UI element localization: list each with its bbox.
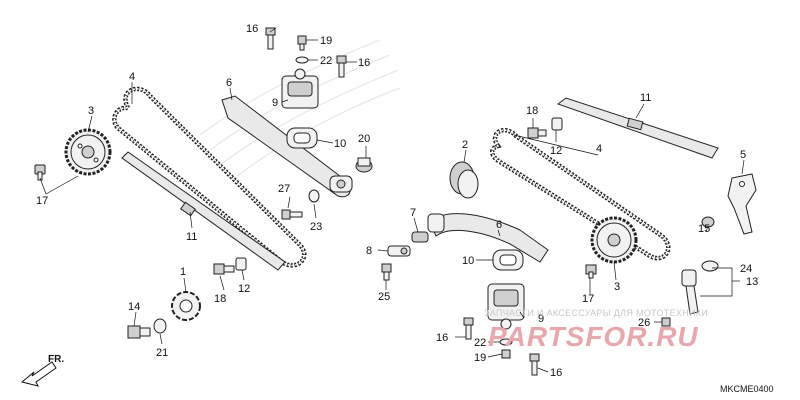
sprocket-bolt-left	[34, 164, 46, 181]
callout-22-upper: 22	[320, 55, 332, 67]
callout-10-upper: 10	[334, 138, 346, 150]
callout-17-right: 17	[582, 293, 594, 305]
collar-12-right	[551, 117, 563, 131]
pin-8	[387, 245, 411, 257]
bolt-19-upper	[297, 35, 307, 51]
callout-4-right: 4	[596, 143, 602, 155]
cam-chain-right	[490, 127, 671, 261]
bolt-18-right	[527, 127, 547, 139]
tensioner-upper	[281, 68, 319, 109]
o-ring-24	[701, 260, 719, 272]
callout-13: 13	[746, 276, 758, 288]
bolt-16-upper-a	[265, 27, 276, 50]
callout-20: 20	[358, 133, 370, 145]
callout-5: 5	[740, 149, 746, 161]
watermark-brand: PARTSFOR.RU	[488, 321, 699, 352]
callout-numbers: 1 2 3 3 4 4 5 6 6 7 8 9 9 10 10 11 11 12…	[36, 23, 758, 379]
washer-22-upper	[295, 56, 309, 64]
callout-2: 2	[462, 139, 468, 151]
watermark: ЗАПЧАСТИ И АКСЕССУАРЫ ДЛЯ МОТОТЕХНИКИ PA…	[484, 308, 708, 352]
callout-11-left: 11	[186, 231, 197, 243]
diagram-code: MKCME0400	[720, 384, 774, 394]
watermark-tagline: ЗАПЧАСТИ И АКСЕССУАРЫ ДЛЯ МОТОТЕХНИКИ	[484, 308, 708, 318]
chain-guide-left	[121, 151, 286, 271]
bolt-25	[381, 263, 392, 281]
cam-sprocket-left	[64, 128, 112, 176]
callout-26: 26	[638, 317, 650, 329]
callout-16-lower-a: 16	[436, 332, 448, 344]
callout-1: 1	[180, 266, 186, 278]
callout-14: 14	[128, 301, 140, 313]
callout-12-left: 12	[238, 283, 250, 295]
plate-1	[171, 291, 201, 321]
tensioner-lower	[487, 283, 525, 330]
callout-6-upper: 6	[226, 77, 232, 89]
callout-7: 7	[410, 207, 416, 219]
tensioner-arm-lower	[427, 213, 549, 263]
drive-sprocket-2	[449, 161, 479, 199]
washer-23	[308, 189, 320, 203]
leader-lines	[39, 27, 745, 373]
tensioner-gasket-lower	[492, 249, 524, 271]
tensioner-arm-upper	[221, 95, 353, 198]
callout-3-left: 3	[88, 105, 94, 117]
chain-guide-right	[556, 97, 719, 159]
bolt-16-lower-b	[529, 353, 540, 376]
callout-17-left: 17	[36, 195, 48, 207]
callout-18-left: 18	[214, 293, 226, 305]
bolt-16-lower-a	[463, 317, 474, 340]
callout-19-lower: 19	[474, 352, 486, 364]
bolt-14	[127, 325, 151, 339]
callout-18-right: 18	[526, 105, 538, 117]
sprocket-bolt-right	[585, 264, 597, 279]
callout-16-lower-b: 16	[550, 367, 562, 379]
front-direction-label: FR.	[48, 354, 64, 365]
callout-9-lower: 9	[538, 313, 544, 325]
callout-27: 27	[278, 183, 290, 195]
callout-16-upper-b: 16	[358, 57, 370, 69]
callout-16-upper-a: 16	[246, 23, 258, 35]
callout-24: 24	[740, 263, 752, 275]
callout-12-right: 12	[550, 145, 562, 157]
cam-sprocket-right	[590, 216, 638, 264]
callout-25: 25	[378, 291, 390, 303]
callout-8: 8	[366, 245, 372, 257]
callout-6-lower: 6	[496, 219, 502, 231]
plug-20	[355, 157, 373, 173]
pin-7	[411, 231, 429, 243]
callout-22-lower: 22	[474, 337, 486, 349]
cam-chain-left	[112, 86, 307, 268]
bolt-16-upper-b	[336, 55, 347, 78]
callout-19-upper: 19	[320, 35, 332, 47]
front-direction-arrow: FR.	[20, 354, 64, 387]
callout-4-left: 4	[129, 71, 135, 83]
callout-23: 23	[310, 221, 322, 233]
callout-15: 15	[698, 223, 710, 235]
washer-21	[153, 318, 167, 334]
bracket-5	[727, 173, 757, 235]
sensor-13	[681, 269, 699, 315]
bolt-27	[281, 209, 303, 220]
collar-12-left	[235, 257, 247, 271]
tensioner-gasket-upper	[286, 127, 318, 149]
bolt-18-left	[213, 263, 235, 275]
callout-10-lower: 10	[462, 255, 474, 267]
callout-3-right: 3	[614, 281, 620, 293]
callout-9-upper: 9	[272, 97, 278, 109]
callout-21: 21	[156, 347, 168, 359]
callout-11-right: 11	[640, 92, 651, 104]
